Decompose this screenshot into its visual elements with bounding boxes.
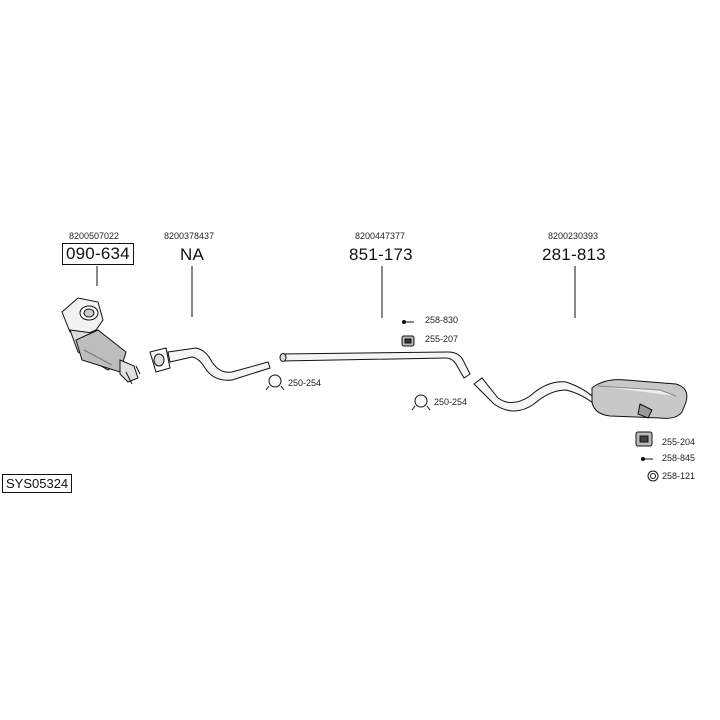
clamp-icon[interactable]: [265, 374, 285, 391]
front-pipe-drawing[interactable]: [149, 347, 271, 381]
ring-gasket-icon[interactable]: [647, 470, 659, 482]
accessory-label-rubber-mount[interactable]: 255-204: [662, 437, 696, 447]
center-pipe-drawing[interactable]: [279, 351, 471, 379]
accessory-label-rubber-mount[interactable]: 255-207: [425, 334, 459, 344]
rear-silencer-drawing[interactable]: [473, 377, 688, 419]
system-code-label: SYS05324: [2, 474, 73, 493]
accessory-label-bolt[interactable]: 258-830: [425, 315, 459, 325]
bolt-icon[interactable]: [402, 320, 415, 324]
part-number-090-634[interactable]: 090-634: [62, 243, 134, 265]
part-number-281-813[interactable]: 281-813: [542, 245, 606, 264]
oem-number-label: 8200230393: [548, 231, 599, 241]
clamp-icon[interactable]: [411, 394, 431, 411]
part-number-851-173[interactable]: 851-173: [349, 245, 413, 264]
accessory-label-clamp[interactable]: 250-254: [434, 397, 468, 407]
accessory-label-bolt[interactable]: 258-845: [662, 453, 696, 463]
oem-number-label: 8200378437: [164, 231, 215, 241]
rubber-mount-icon[interactable]: [401, 335, 415, 347]
part-number-na[interactable]: NA: [180, 245, 205, 264]
oem-number-label: 8200507022: [69, 231, 120, 241]
oem-number-label: 8200447377: [355, 231, 406, 241]
accessory-label-clamp[interactable]: 250-254: [288, 378, 322, 388]
catalytic-converter-drawing[interactable]: [61, 297, 141, 385]
accessory-label-ring-gasket[interactable]: 258-121: [662, 471, 696, 481]
bolt-icon[interactable]: [641, 457, 654, 461]
rubber-mount-icon[interactable]: [635, 431, 653, 447]
